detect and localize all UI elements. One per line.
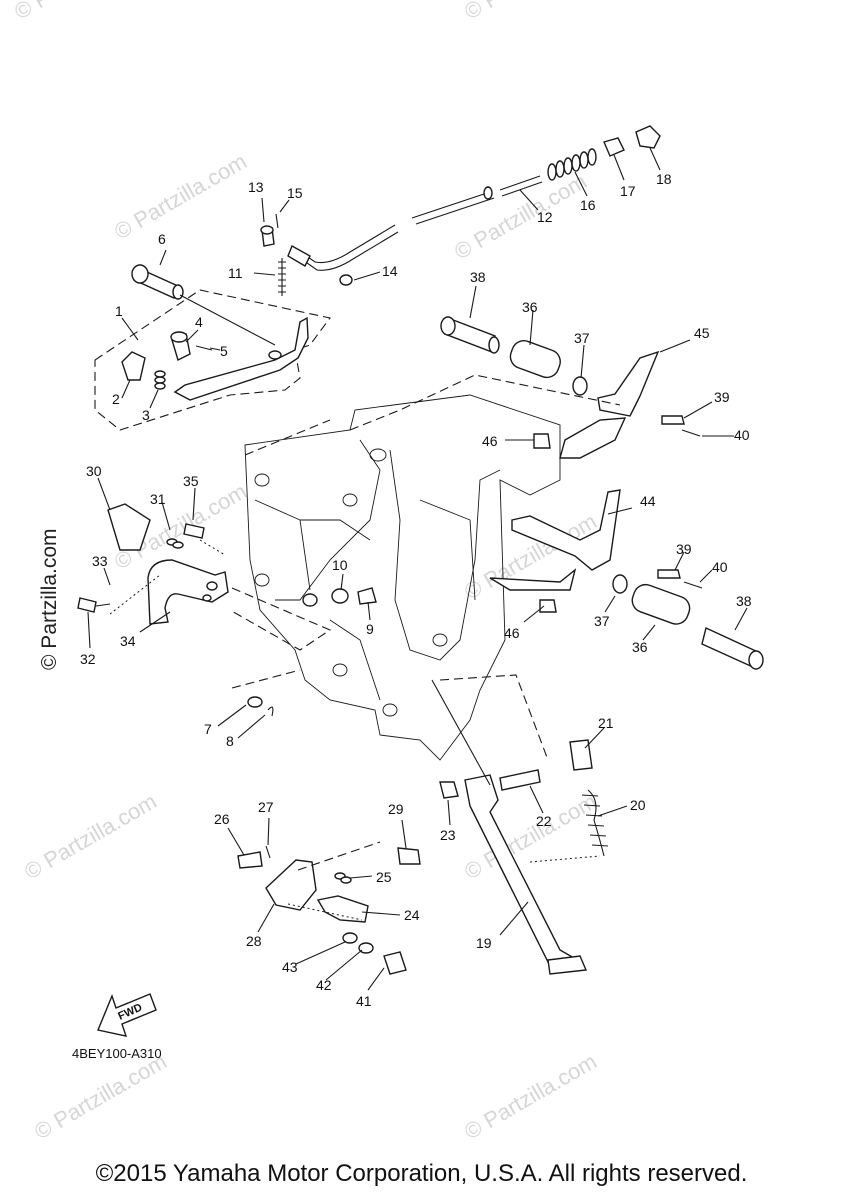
leader-lines [87, 147, 748, 991]
callout-13: 13 [248, 179, 264, 195]
spring-small [154, 370, 166, 390]
svg-text:© Partzilla.com: © Partzilla.com [460, 1049, 601, 1145]
callout-24: 24 [404, 907, 420, 923]
callout-38-left: 38 [736, 593, 752, 609]
spring-20 [581, 789, 609, 857]
pivot-shaft-6 [131, 264, 184, 300]
callout-42: 42 [316, 977, 332, 993]
side-stand [464, 774, 588, 975]
spring-11 [278, 258, 286, 296]
callout-25: 25 [376, 869, 392, 885]
fwd-arrow-icon: FWD [97, 993, 157, 1037]
callout-39-right: 39 [714, 389, 730, 405]
callout-43: 43 [282, 959, 298, 975]
callout-1: 1 [115, 303, 123, 319]
callout-29: 29 [388, 801, 404, 817]
spring-25 [334, 872, 352, 884]
svg-text:© Partzilla.com: © Partzilla.com [10, 0, 151, 24]
callout-30: 30 [86, 463, 102, 479]
spring-16 [547, 148, 597, 181]
watermark-layer: © Partzilla.com © Partzilla.com © Partzi… [10, 0, 601, 1144]
callout-36-left: 36 [632, 639, 648, 655]
callout-27: 27 [258, 799, 274, 815]
callout-37-right: 37 [574, 330, 590, 346]
callout-15: 15 [287, 185, 303, 201]
callout-7: 7 [204, 721, 212, 737]
rear-footrest-bracket [265, 859, 369, 923]
callout-31: 31 [150, 491, 166, 507]
callout-19: 19 [476, 935, 492, 951]
callout-26: 26 [214, 811, 230, 827]
callout-32: 32 [80, 651, 96, 667]
callout-4: 4 [195, 314, 203, 330]
callout-17: 17 [620, 183, 636, 199]
shift-tip [121, 351, 146, 381]
svg-text:© Partzilla.com: © Partzilla.com [30, 1049, 171, 1145]
callout-45: 45 [694, 325, 710, 341]
shift-pedal [173, 316, 309, 401]
callout-3: 3 [142, 407, 150, 423]
callout-37-left: 37 [594, 613, 610, 629]
callout-41: 41 [356, 993, 372, 1009]
callout-40-right: 40 [734, 427, 750, 443]
callout-44: 44 [640, 493, 656, 509]
right-footrest [440, 316, 660, 459]
callout-11: 11 [228, 265, 243, 281]
rear-brake-pedal [147, 559, 229, 625]
svg-text:© Partzilla.com: © Partzilla.com [460, 0, 601, 24]
svg-text:© Partzilla.com: © Partzilla.com [110, 149, 251, 245]
callout-35: 35 [183, 473, 199, 489]
adjust-nut [635, 125, 661, 149]
callout-38-right: 38 [470, 269, 486, 285]
vertical-watermark: © Partzilla.com [38, 528, 61, 670]
callout-46-left: 46 [504, 625, 520, 641]
callout-21: 21 [598, 715, 614, 731]
callout-46-right: 46 [482, 433, 498, 449]
callout-39-left: 39 [676, 541, 692, 557]
copyright-notice: ©2015 Yamaha Motor Corporation, U.S.A. A… [95, 1160, 748, 1187]
left-footrest [489, 489, 764, 670]
svg-text:© Partzilla.com: © Partzilla.com [20, 789, 161, 885]
callout-36-right: 36 [522, 299, 538, 315]
callout-labels: 1 2 3 4 5 6 7 8 9 10 11 12 13 14 15 16 1… [80, 171, 752, 1009]
washer-14 [339, 274, 353, 286]
callout-6: 6 [158, 231, 166, 247]
diagram-code: 4BEY100-A310 [72, 1046, 162, 1061]
callout-2: 2 [112, 391, 120, 407]
callout-23: 23 [440, 827, 456, 843]
callout-22: 22 [536, 813, 552, 829]
callout-14: 14 [382, 263, 398, 279]
callout-10: 10 [332, 557, 348, 573]
callout-12: 12 [537, 209, 553, 225]
callout-20: 20 [630, 797, 646, 813]
spring-31 [166, 538, 184, 549]
brake-tip-30 [107, 503, 151, 551]
callout-28: 28 [246, 933, 262, 949]
callout-9: 9 [366, 621, 374, 637]
callout-5: 5 [220, 343, 228, 359]
callout-33: 33 [92, 553, 108, 569]
callout-18: 18 [656, 171, 672, 187]
callout-16: 16 [580, 197, 596, 213]
brake-cable [297, 175, 543, 271]
callout-34: 34 [120, 633, 136, 649]
frame-outline [244, 394, 561, 761]
cable-collar [603, 137, 625, 157]
callout-8: 8 [226, 733, 234, 749]
callout-40-left: 40 [712, 559, 728, 575]
